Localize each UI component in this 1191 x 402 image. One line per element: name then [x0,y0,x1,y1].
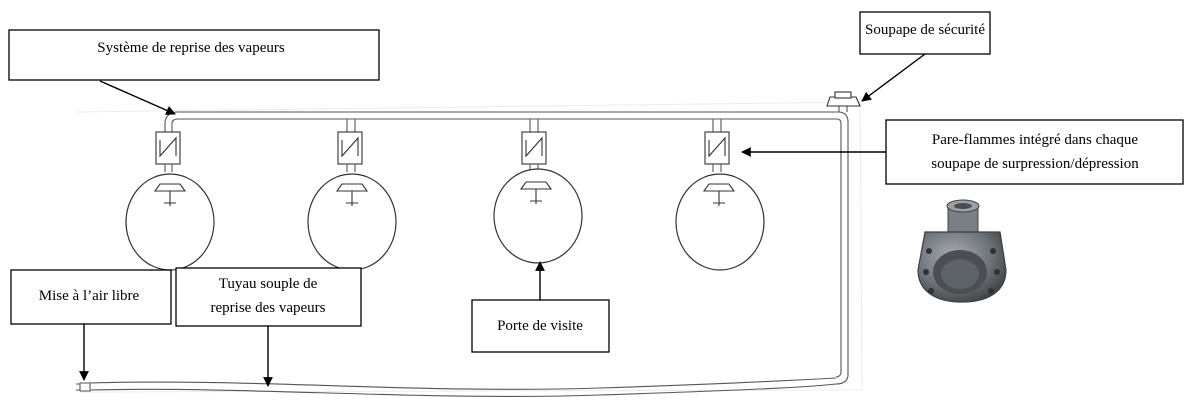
manhole-cover-icon [153,183,187,206]
compartment-3 [493,131,583,264]
label-flame-arrester-line1: Pare-flammes intégré dans chaque [932,132,1139,148]
callout-safety-valve: Soupape de sécurité [859,11,991,102]
tanker-body-outline [74,101,863,393]
callout-vent-to-atmosphere: Mise à l’air libre [10,269,172,381]
callout-inspection-door: Porte de visite [471,261,610,353]
label-flexible-hose-line1: Tuyau souple de [219,276,318,292]
flexible-vapour-hose [76,377,837,397]
callout-flame-arrester: Pare-flammes intégré dans chaque soupape… [741,119,1184,185]
callout-vapour-recovery-system: Système de reprise des vapeurs [8,29,380,115]
manhole-cover-icon [519,181,553,204]
flame-arrester-valve-body-photo [917,199,1007,303]
label-safety-valve: Soupape de sécurité [865,22,985,38]
compartment-2 [307,131,397,271]
manhole-cover-icon [335,183,369,206]
safety-valve-icon [826,91,861,107]
manhole-cover-icon [702,183,736,206]
tank-compartments [125,131,765,271]
label-inspection-door: Porte de visite [497,318,583,334]
label-vapour-recovery-system: Système de reprise des vapeurs [97,40,285,56]
label-vent-to-atmosphere: Mise à l’air libre [39,288,140,304]
label-flame-arrester-line2: soupape de surpression/dépression [931,156,1139,172]
compartment-4 [675,131,765,271]
callout-flexible-hose: Tuyau souple de reprise des vapeurs [175,267,362,387]
label-flexible-hose-line2: reprise des vapeurs [211,300,326,316]
compartment-1 [125,131,215,271]
